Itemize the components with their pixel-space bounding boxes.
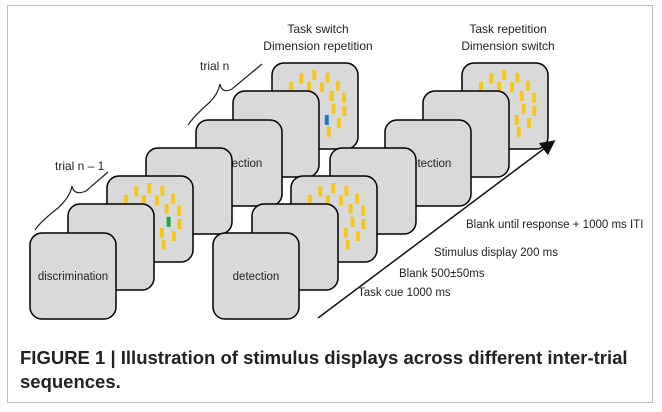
- group1-heading-line2: Dimension repetition: [263, 39, 372, 53]
- trial-prev-label: trial n – 1: [55, 159, 105, 173]
- distractor-bar: [159, 227, 164, 238]
- distractor-bar: [331, 183, 336, 193]
- distractor-bar: [289, 81, 294, 92]
- distractor-bar: [134, 186, 139, 197]
- distractor-bar: [355, 231, 360, 242]
- distractor-bar: [343, 227, 348, 238]
- figure-caption: FIGURE 1 | Illustration of stimulus disp…: [20, 347, 628, 392]
- distractor-bar: [336, 118, 341, 129]
- distractor-bar: [171, 193, 175, 204]
- g1-card-cue-prev: discrimination: [29, 232, 117, 320]
- distractor-bar: [177, 219, 182, 229]
- g1-first-cue-label: discrimination: [38, 271, 108, 283]
- distractor-bar: [497, 82, 501, 92]
- distractor-bar: [342, 92, 347, 103]
- distractor-bar: [177, 205, 182, 216]
- distractor-bar: [515, 72, 520, 83]
- distractor-bar: [329, 90, 334, 101]
- timeline-label-response: Blank until response + 1000 ms ITI: [466, 219, 643, 231]
- distractor-bar: [344, 185, 349, 196]
- trial-curr-label: trial n: [200, 59, 229, 73]
- trial-prev-brace: [34, 171, 109, 231]
- distractor-bar: [361, 219, 366, 229]
- distractor-bar: [308, 194, 313, 205]
- distractor-bar: [155, 195, 159, 206]
- distractor-bar: [320, 82, 324, 93]
- distractor-bar: [325, 72, 330, 83]
- timeline-label-stimulus: Stimulus display 200 ms: [434, 247, 558, 259]
- distractor-bar: [312, 70, 317, 80]
- distractor-bar: [519, 90, 524, 101]
- distractor-bar: [479, 81, 484, 92]
- distractor-bar: [516, 126, 521, 137]
- g2-first-cue-label: detection: [233, 271, 280, 283]
- distractor-bar: [326, 126, 331, 137]
- distractor-bar: [355, 193, 359, 204]
- g2-card-cue-prev: detection: [212, 232, 300, 320]
- distractor-bar: [526, 118, 531, 129]
- distractor-bar: [348, 203, 353, 214]
- distractor-bar: [336, 80, 340, 91]
- distractor-bar: [160, 185, 165, 196]
- distractor-bar: [510, 82, 514, 93]
- trial-curr-brace: [187, 63, 263, 126]
- distractor-bar: [299, 73, 304, 84]
- distractor-bar: [521, 103, 526, 114]
- distractor-bar: [331, 103, 336, 114]
- distractor-bar: [142, 195, 146, 205]
- timeline-label-blank: Blank 500±50ms: [399, 268, 485, 280]
- group2-heading-line1: Task repetition: [469, 22, 546, 36]
- distractor-bar: [350, 216, 355, 227]
- distractor-bar: [489, 73, 494, 84]
- timeline-arrow: [317, 140, 556, 319]
- distractor-bar: [307, 82, 311, 92]
- target-bar: [166, 216, 171, 227]
- distractor-bar: [361, 205, 366, 216]
- distractor-bar: [345, 239, 350, 250]
- distractor-bar: [532, 106, 537, 116]
- target-bar: [324, 114, 329, 125]
- distractor-bar: [124, 194, 129, 205]
- distractor-bar: [161, 239, 166, 250]
- distractor-bar: [526, 80, 530, 91]
- distractor-bar: [164, 203, 169, 214]
- distractor-bar: [532, 92, 537, 103]
- distractor-bar: [342, 106, 347, 116]
- distractor-bar: [502, 70, 507, 80]
- distractor-bar: [339, 195, 343, 206]
- distractor-bar: [171, 231, 176, 242]
- distractor-bar: [326, 195, 330, 205]
- distractor-bar: [318, 186, 323, 197]
- distractor-bar: [514, 114, 519, 125]
- group2-heading-line2: Dimension switch: [461, 39, 554, 53]
- timeline-label-task-cue: Task cue 1000 ms: [358, 287, 451, 299]
- group1-heading-line1: Task switch: [287, 22, 348, 36]
- distractor-bar: [147, 183, 152, 193]
